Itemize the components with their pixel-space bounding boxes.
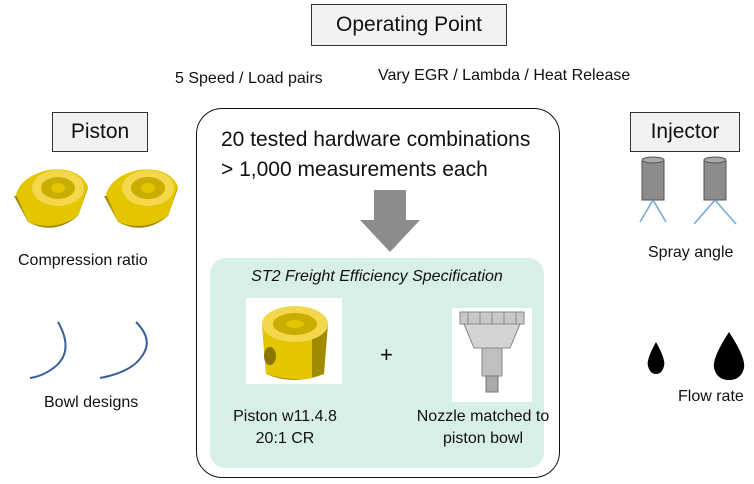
bowl-design-curve-2 [99,321,148,379]
compression-ratio-label: Compression ratio [18,252,148,269]
injector-label: Injector [630,112,740,152]
speed-load-pairs-label: 5 Speed / Load pairs [175,70,323,87]
operating-point-label: Operating Point [311,4,507,46]
hardware-combinations-line2: > 1,000 measurements each [221,158,488,181]
injector-spray-diagram [639,156,737,225]
piston-image-2 [104,169,178,228]
piston-w11-label-line1: Piston w11.4.8 [233,408,337,425]
piston-label: Piston [52,112,148,152]
nozzle-image [452,308,532,402]
vary-egr-label: Vary EGR / Lambda / Heat Release [378,67,631,84]
nozzle-label-line2: piston bowl [442,430,524,447]
spec-title: ST2 Freight Efficiency Specification [251,268,503,285]
piston-image-1 [14,169,88,228]
bowl-designs-label: Bowl designs [44,394,139,411]
spray-angle-label: Spray angle [648,244,734,261]
droplet-large-icon [713,332,745,380]
piston-w11-image [246,298,342,384]
bowl-design-curve-1 [29,321,67,379]
piston-w11-label-line2: 20:1 CR [255,430,315,447]
droplet-small-icon [647,342,665,374]
down-arrow [360,190,420,252]
plus-sign: + [380,342,393,367]
hardware-combinations-line1: 20 tested hardware combinations [221,128,531,151]
hardware-combinations-box [196,108,560,478]
flow-rate-label: Flow rate [678,388,744,405]
nozzle-label-line1: Nozzle matched to [416,408,550,425]
